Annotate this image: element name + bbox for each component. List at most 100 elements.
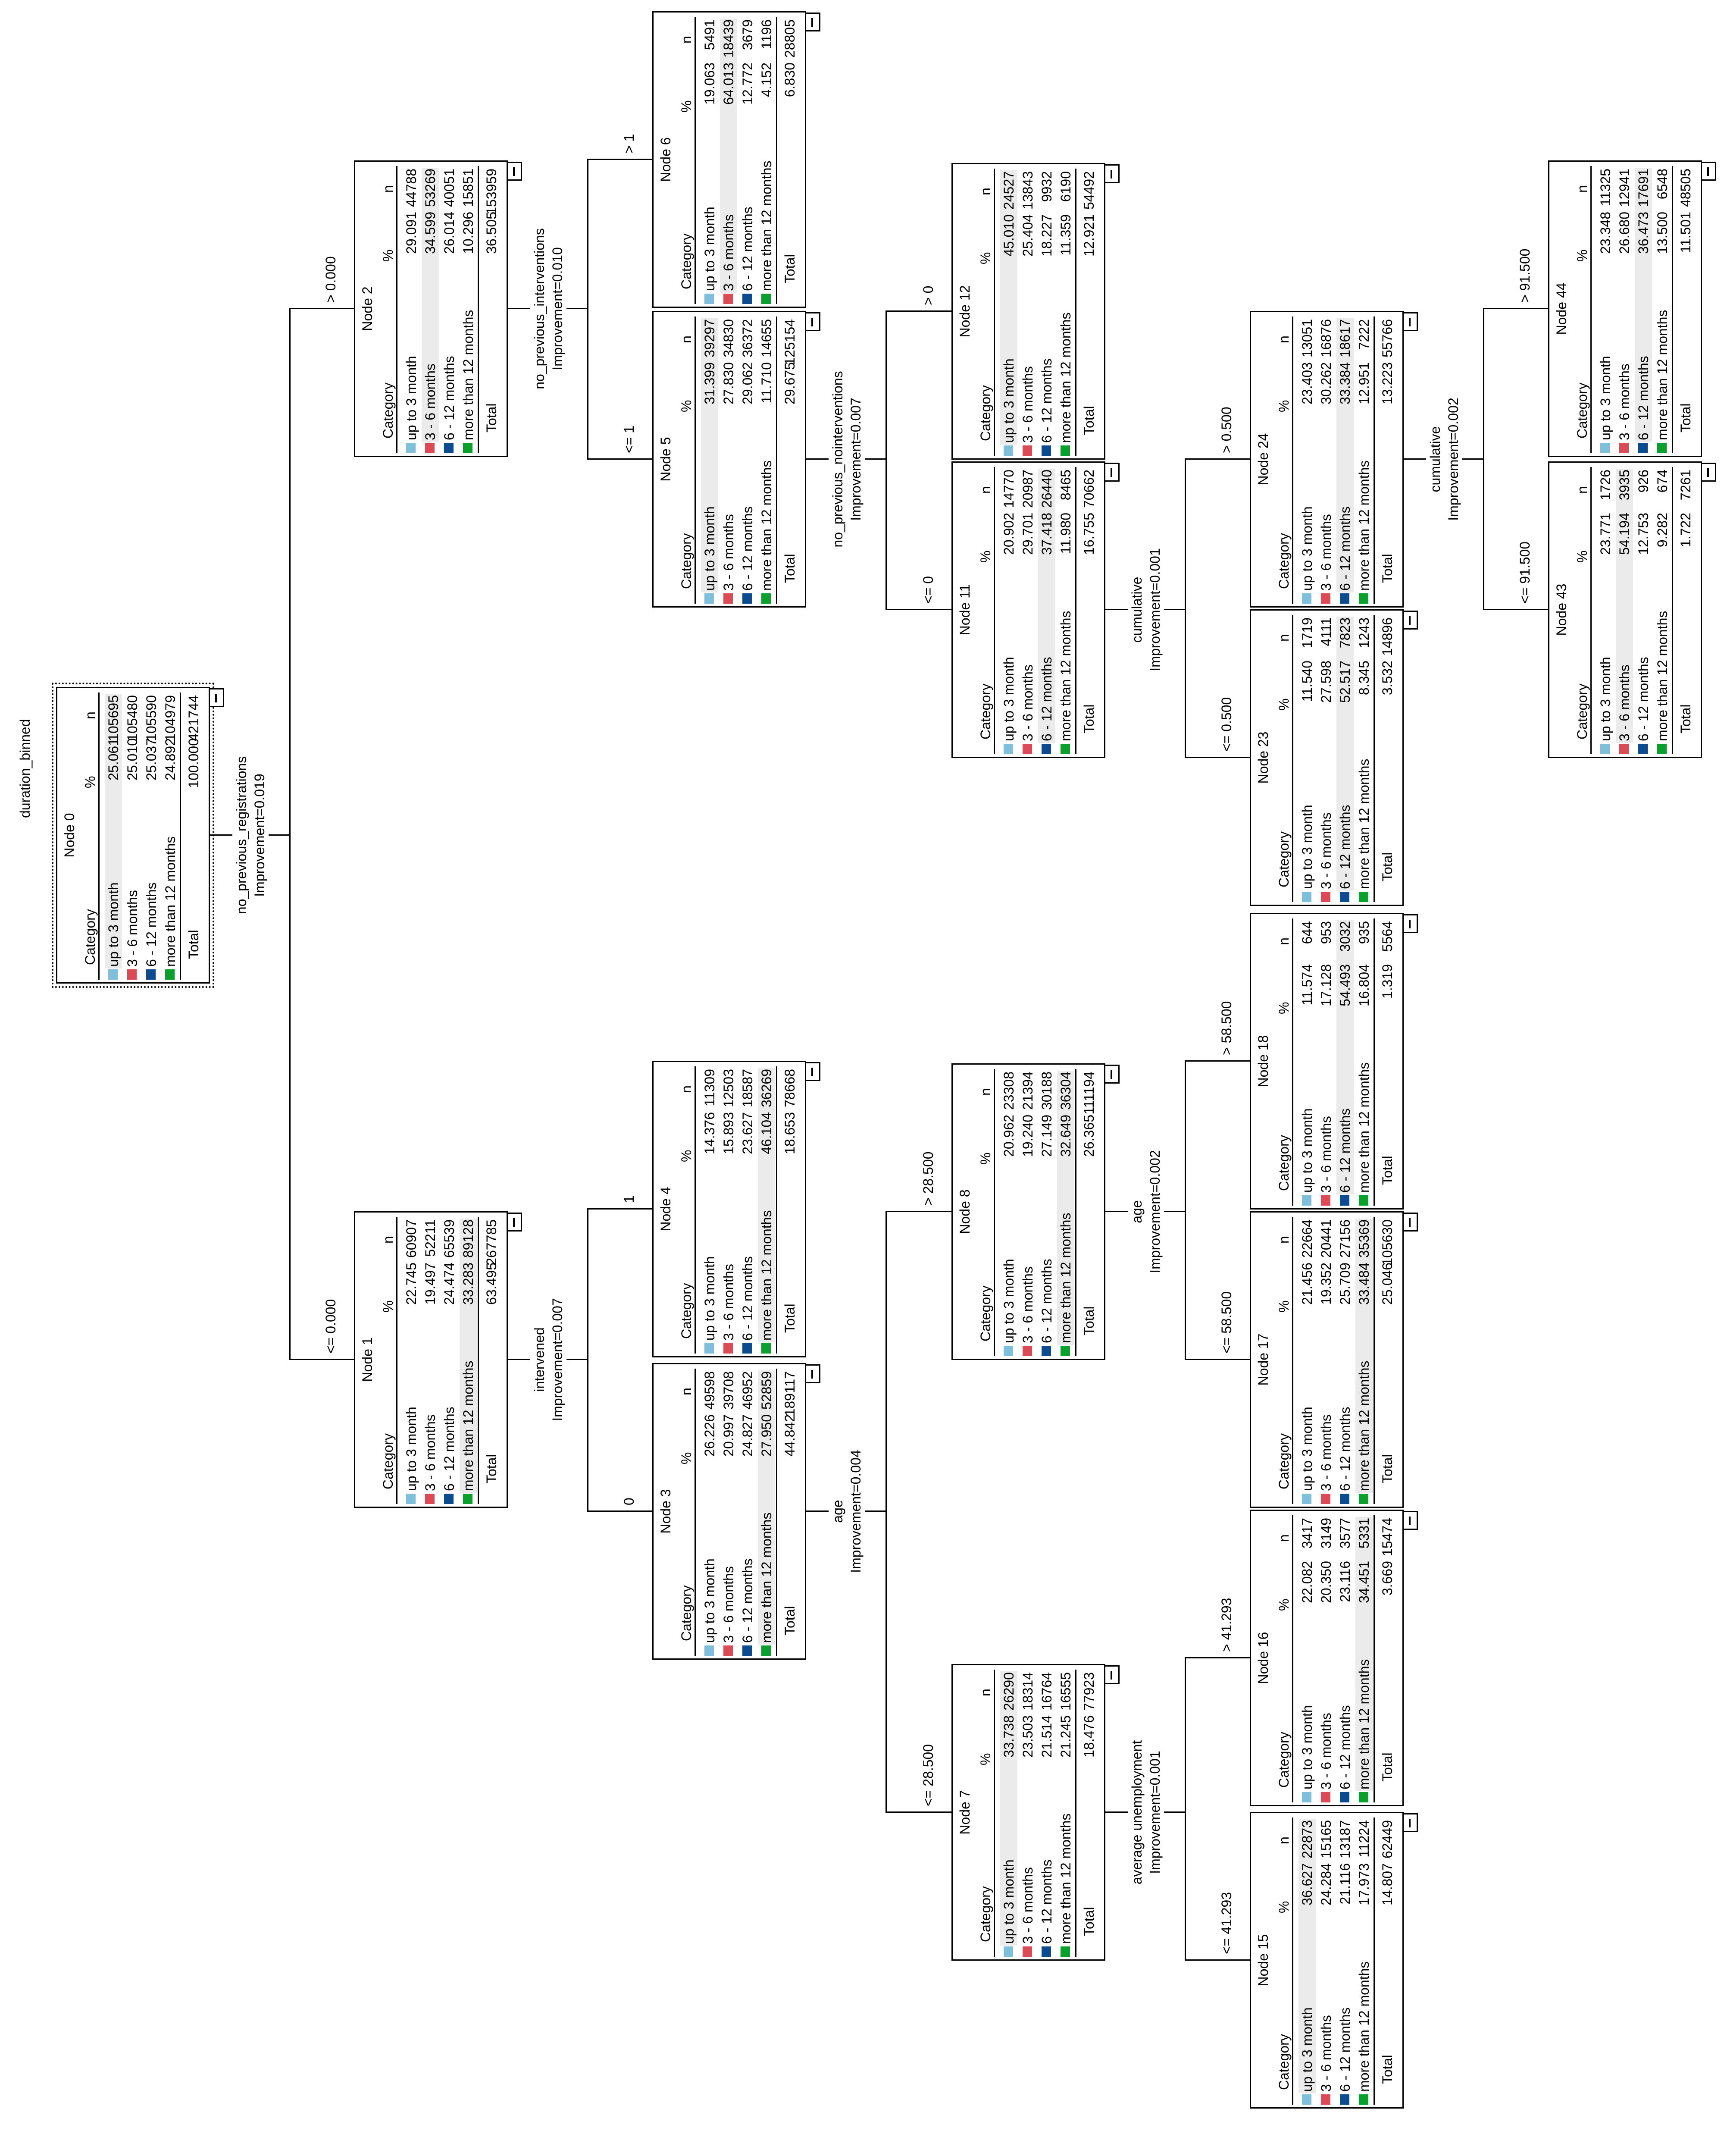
split-variable: cumulative [1427, 426, 1443, 492]
edge-label: > 41.293 [1219, 1598, 1234, 1652]
connector-line [290, 1359, 354, 1360]
total-label: Total [782, 1304, 798, 1333]
collapse-toggle[interactable] [1402, 611, 1418, 630]
split-variable: cumulative [1129, 577, 1145, 643]
collapse-toggle[interactable] [1402, 1213, 1418, 1232]
minus-icon [1111, 468, 1112, 477]
category-label: up to 3 month [702, 207, 717, 291]
category-count: 65539 [441, 1219, 457, 1258]
collapse-toggle[interactable] [1402, 1813, 1418, 1832]
collapse-toggle[interactable] [805, 13, 820, 31]
total-count: 77923 [1081, 1672, 1097, 1711]
collapse-toggle[interactable] [1402, 914, 1418, 933]
collapse-toggle[interactable] [1104, 164, 1120, 183]
category-count: 3577 [1337, 1518, 1353, 1549]
collapse-toggle[interactable] [1701, 463, 1716, 482]
category-count: 20987 [1020, 470, 1036, 508]
collapse-toggle[interactable] [1104, 1065, 1120, 1084]
edge-label: > 28.500 [920, 1151, 936, 1206]
category-swatch [1061, 1346, 1070, 1356]
category-swatch [406, 1494, 416, 1504]
category-count: 935 [1356, 921, 1372, 944]
category-label: up to 3 month [1001, 657, 1017, 741]
category-label: up to 3 month [1001, 1259, 1017, 1343]
category-swatch [1302, 892, 1311, 902]
category-swatch [1340, 2094, 1349, 2105]
edge-label: <= 41.293 [1219, 1892, 1234, 1954]
collapse-toggle[interactable] [507, 162, 522, 181]
connector-line [1483, 609, 1548, 611]
connector-line [885, 1211, 887, 1813]
category-swatch [444, 1494, 454, 1504]
category-label: 6 - 12 months [1039, 1859, 1054, 1944]
edge-label: <= 0 [920, 576, 936, 604]
collapse-toggle[interactable] [1402, 312, 1418, 331]
category-percent: 12.772 [740, 63, 755, 105]
category-count: 12941 [1617, 169, 1632, 207]
total-count: 105630 [1380, 1219, 1395, 1266]
header-n: n [679, 1085, 694, 1093]
header-n: n [1276, 1836, 1292, 1844]
minus-icon [811, 1068, 813, 1076]
category-count: 13187 [1337, 1820, 1353, 1858]
category-label: more than 12 months [1058, 611, 1073, 741]
category-percent: 54.194 [1617, 513, 1632, 555]
collapse-toggle[interactable] [1402, 1511, 1418, 1530]
header-category: Category [380, 382, 396, 439]
total-divider [1374, 1515, 1375, 1802]
header-divider [994, 1069, 995, 1356]
total-count: 70662 [1081, 470, 1097, 508]
node-title: Node 24 [1255, 433, 1271, 486]
collapse-toggle[interactable] [1701, 162, 1716, 181]
collapse-toggle[interactable] [507, 1213, 522, 1232]
total-count: 62449 [1380, 1820, 1395, 1858]
total-percent: 63.495 [484, 1263, 499, 1305]
collapse-toggle[interactable] [805, 1062, 820, 1081]
collapse-toggle[interactable] [805, 1364, 820, 1383]
tree-title: duration_binned [17, 719, 33, 818]
total-divider [776, 317, 777, 604]
connector-line [1185, 757, 1250, 758]
total-count: 7261 [1678, 470, 1693, 501]
category-count: 6190 [1058, 171, 1073, 202]
connector-line [1185, 1657, 1250, 1659]
category-count: 60907 [404, 1219, 419, 1258]
category-label: 3 - 6 months [1617, 364, 1632, 440]
category-label: 3 - 6 months [721, 1566, 736, 1643]
connector-line [588, 1510, 652, 1512]
header-n: n [1276, 937, 1292, 945]
category-label: up to 3 month [1299, 2007, 1315, 2092]
category-swatch [1004, 1346, 1013, 1356]
connector-line [587, 1208, 588, 1512]
category-percent: 19.497 [422, 1263, 438, 1305]
collapse-toggle[interactable] [1104, 1665, 1120, 1684]
collapse-toggle[interactable] [209, 688, 224, 707]
category-count: 16555 [1058, 1672, 1073, 1711]
collapse-toggle[interactable] [805, 312, 820, 331]
category-percent: 33.384 [1337, 362, 1353, 404]
collapse-toggle[interactable] [1104, 463, 1120, 482]
category-swatch [146, 969, 156, 980]
category-count: 14655 [759, 319, 774, 357]
category-label: up to 3 month [1299, 805, 1315, 889]
